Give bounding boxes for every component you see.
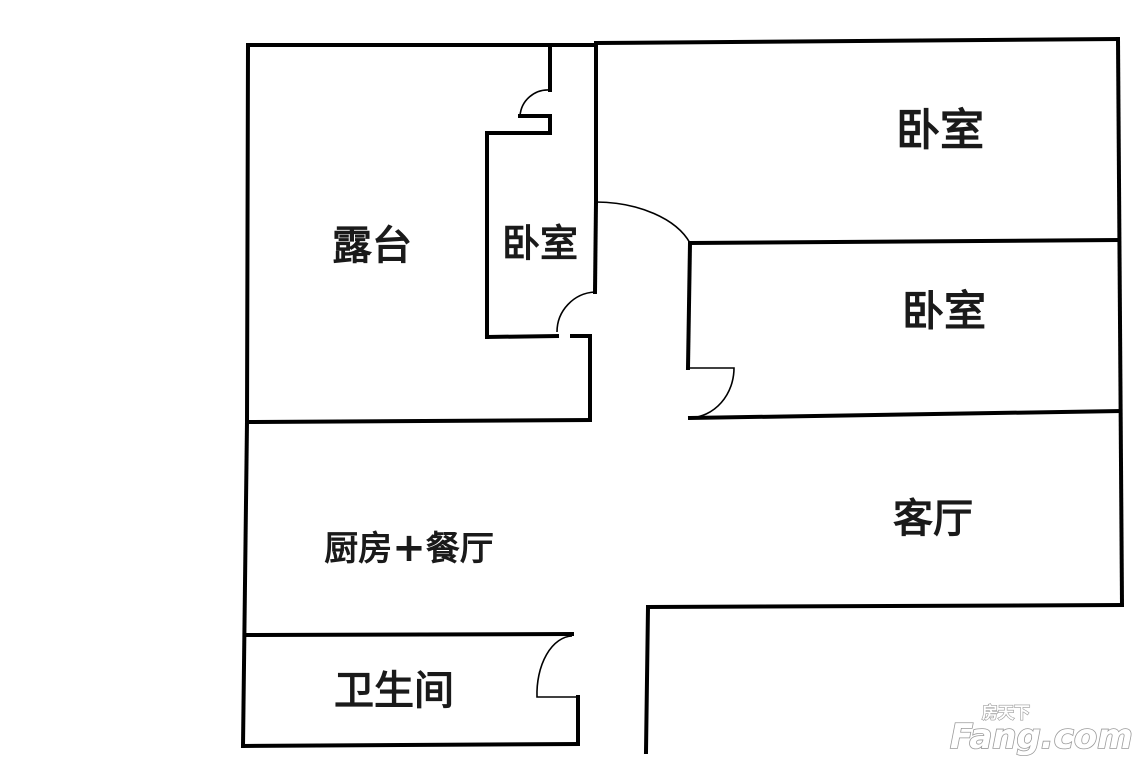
dining-label-part: 餐厅 xyxy=(426,529,494,569)
walls xyxy=(240,36,1125,755)
doors xyxy=(519,89,735,698)
wall-corridor-left-mid xyxy=(592,199,599,295)
watermark-brand: Fang.com xyxy=(950,717,1133,757)
wall-bottom-bathroom xyxy=(240,741,581,749)
room-label-terrace: 露台 xyxy=(332,223,412,269)
wall-bedroom-middle-left xyxy=(685,240,693,371)
door-bathroom xyxy=(536,635,578,698)
door-small-bedroom-top xyxy=(519,89,551,117)
wall-left-upper xyxy=(244,42,251,425)
room-label-bedroom-middle: 卧室 xyxy=(902,287,986,336)
door-bedroom-top xyxy=(595,201,691,244)
door-small-bedroom xyxy=(556,291,596,333)
wall-terrace-bottom xyxy=(244,417,593,425)
door-bedroom-middle xyxy=(689,367,735,419)
room-label-kitchen-dining: 厨房+餐厅 xyxy=(324,525,494,571)
wall-bedroom-divider xyxy=(687,237,1121,246)
wall-small-bedroom-bottom xyxy=(484,333,560,340)
wall-right-stub xyxy=(643,604,651,755)
wall-bathroom-top xyxy=(242,631,575,638)
room-label-small-bedroom: 卧室 xyxy=(502,222,578,266)
wall-left-lower xyxy=(240,419,250,749)
room-label-living-room: 客厅 xyxy=(893,496,973,542)
watermark-chinese: 房天下 xyxy=(982,703,1030,722)
wall-right xyxy=(1115,36,1125,608)
kitchen-label-part: 厨房 xyxy=(324,529,392,569)
wall-bedroom-middle-bottom xyxy=(687,408,1123,421)
wall-living-bottom xyxy=(645,602,1125,610)
wall-top-right xyxy=(593,36,1121,46)
plus-sign: + xyxy=(392,525,426,571)
watermark: 房天下 Fang.com xyxy=(949,702,1133,757)
room-labels: 露台 卧室 卧室 卧室 客厅 厨房+餐厅 卫生间 xyxy=(324,105,986,714)
room-label-bedroom-top: 卧室 xyxy=(896,105,984,156)
room-label-bathroom: 卫生间 xyxy=(334,668,454,714)
